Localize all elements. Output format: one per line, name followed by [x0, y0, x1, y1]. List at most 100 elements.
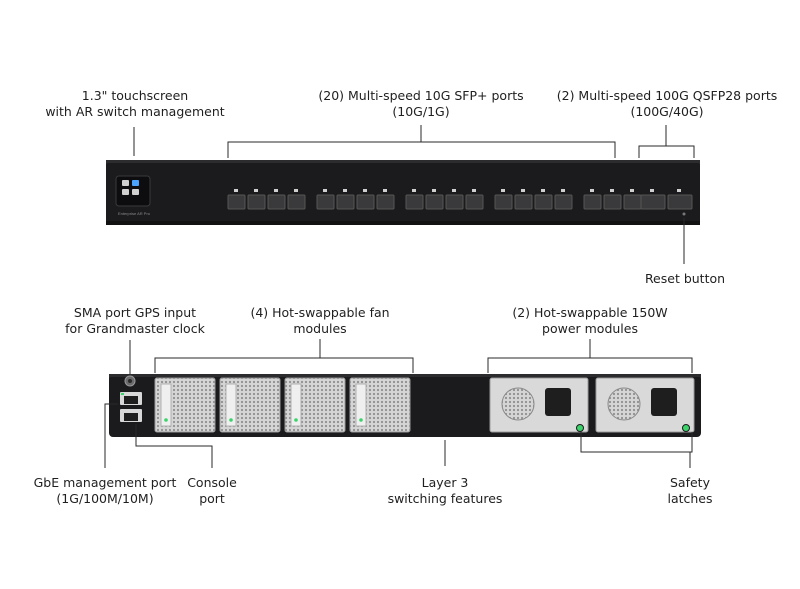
gbe-management-port[interactable]: [120, 392, 142, 405]
power-modules-label-line2: power modules: [542, 321, 638, 336]
fan-modules-label: (4) Hot-swappable fan modules: [240, 305, 400, 337]
sfp-port-led: [501, 189, 505, 192]
sfp-port[interactable]: [494, 194, 513, 210]
safety-latches-label-line1: Safety: [670, 475, 710, 490]
sfp-port-led: [254, 189, 258, 192]
sfp-port-led: [452, 189, 456, 192]
safety-latch[interactable]: [682, 424, 690, 432]
rear-leaders: [104, 339, 693, 468]
qsfp-ports-label-line2: (100G/40G): [630, 104, 704, 119]
fan-module-handle[interactable]: [225, 383, 237, 427]
sfp-port-led: [472, 189, 476, 192]
safety-latches-label: Safety latches: [650, 475, 730, 507]
sfp-port[interactable]: [445, 194, 464, 210]
power-modules-label: (2) Hot-swappable 150W power modules: [510, 305, 670, 337]
safety-latches-label-line2: latches: [667, 491, 713, 506]
sfp-port[interactable]: [514, 194, 533, 210]
fan-module-group: [154, 377, 411, 433]
front-chassis: Enterprise AR Pro: [106, 160, 700, 225]
reset-button-label: Reset button: [630, 271, 740, 287]
sfp-port[interactable]: [534, 194, 553, 210]
sfp-port[interactable]: [376, 194, 395, 210]
gbe-port-label-line1: GbE management port: [33, 475, 177, 490]
sfp-port[interactable]: [583, 194, 602, 210]
layer3-label: Layer 3 switching features: [380, 475, 510, 507]
sfp-port[interactable]: [623, 194, 642, 210]
fan-status-led: [164, 418, 168, 422]
qsfp-port-group: [640, 189, 693, 210]
psu-fan-grill: [607, 387, 641, 421]
console-port[interactable]: [120, 409, 142, 422]
sfp-port-led: [383, 189, 387, 192]
sfp-port-led: [294, 189, 298, 192]
qsfp-ports-label-line1: (2) Multi-speed 100G QSFP28 ports: [556, 88, 778, 103]
sfp-port[interactable]: [267, 194, 286, 210]
touchscreen-label: 1.3" touchscreen with AR switch manageme…: [40, 88, 230, 120]
fan-status-led: [229, 418, 233, 422]
sfp-port-led: [590, 189, 594, 192]
touchscreen-display[interactable]: [115, 175, 151, 207]
psu-fan-grill: [501, 387, 535, 421]
fan-modules-label-line1: (4) Hot-swappable fan: [250, 305, 390, 320]
sma-port-label: SMA port GPS input for Grandmaster clock: [60, 305, 210, 337]
sfp-port[interactable]: [603, 194, 622, 210]
layer3-label-line2: switching features: [387, 491, 503, 506]
fan-status-led: [359, 418, 363, 422]
sfp-port-led: [561, 189, 565, 192]
reset-button[interactable]: [682, 212, 686, 216]
gbe-port-label: GbE management port (1G/100M/10M): [25, 475, 185, 507]
power-modules-label-line1: (2) Hot-swappable 150W: [512, 305, 668, 320]
fan-module-handle[interactable]: [160, 383, 172, 427]
console-port-label-line2: port: [199, 491, 225, 506]
sfp-port[interactable]: [316, 194, 335, 210]
sfp-port-led: [323, 189, 327, 192]
sfp-port-led: [234, 189, 238, 192]
sfp-port-led: [432, 189, 436, 192]
sfp-port-led: [630, 189, 634, 192]
sfp-port[interactable]: [425, 194, 444, 210]
sfp-port-led: [343, 189, 347, 192]
qsfp-led: [677, 189, 681, 192]
sfp-ports-label: (20) Multi-speed 10G SFP+ ports (10G/1G): [316, 88, 526, 120]
qsfp-ports-label: (2) Multi-speed 100G QSFP28 ports (100G/…: [552, 88, 782, 120]
layer3-label-line1: Layer 3: [421, 475, 469, 490]
touchscreen-label-line2: with AR switch management: [45, 104, 225, 119]
fan-module-handle[interactable]: [290, 383, 302, 427]
sfp-port-led: [610, 189, 614, 192]
console-port-label: Console port: [172, 475, 252, 507]
sma-port-label-line2: for Grandmaster clock: [65, 321, 205, 336]
sfp-port-led: [521, 189, 525, 192]
sfp-ports-label-line2: (10G/1G): [392, 104, 450, 119]
sfp-port[interactable]: [554, 194, 573, 210]
sfp-port[interactable]: [405, 194, 424, 210]
fan-module-handle[interactable]: [355, 383, 367, 427]
power-inlet[interactable]: [545, 388, 571, 416]
fan-modules-label-line2: modules: [293, 321, 347, 336]
qsfp-led: [650, 189, 654, 192]
sfp-port[interactable]: [247, 194, 266, 210]
sma-gps-port[interactable]: [124, 375, 136, 387]
sfp-port-led: [274, 189, 278, 192]
sfp-port[interactable]: [287, 194, 306, 210]
touchscreen-label-line1: 1.3" touchscreen: [81, 88, 189, 103]
fan-status-led: [294, 418, 298, 422]
rear-chassis: [109, 374, 701, 437]
gbe-port-label-line2: (1G/100M/10M): [56, 491, 154, 506]
brand-text: Enterprise AR Pro: [118, 211, 151, 216]
sfp-port-led: [541, 189, 545, 192]
qsfp-port[interactable]: [667, 194, 693, 210]
sfp-port[interactable]: [465, 194, 484, 210]
console-port-label-line1: Console: [187, 475, 237, 490]
sfp-port[interactable]: [356, 194, 375, 210]
psu-module-group: [489, 377, 695, 433]
sfp-port[interactable]: [336, 194, 355, 210]
power-inlet[interactable]: [651, 388, 677, 416]
reset-button-label-line1: Reset button: [644, 271, 726, 286]
sfp-port-led: [412, 189, 416, 192]
safety-latch[interactable]: [576, 424, 584, 432]
qsfp-port[interactable]: [640, 194, 666, 210]
sma-port-label-line1: SMA port GPS input: [73, 305, 197, 320]
sfp-port[interactable]: [227, 194, 246, 210]
front-leaders: [133, 125, 695, 264]
